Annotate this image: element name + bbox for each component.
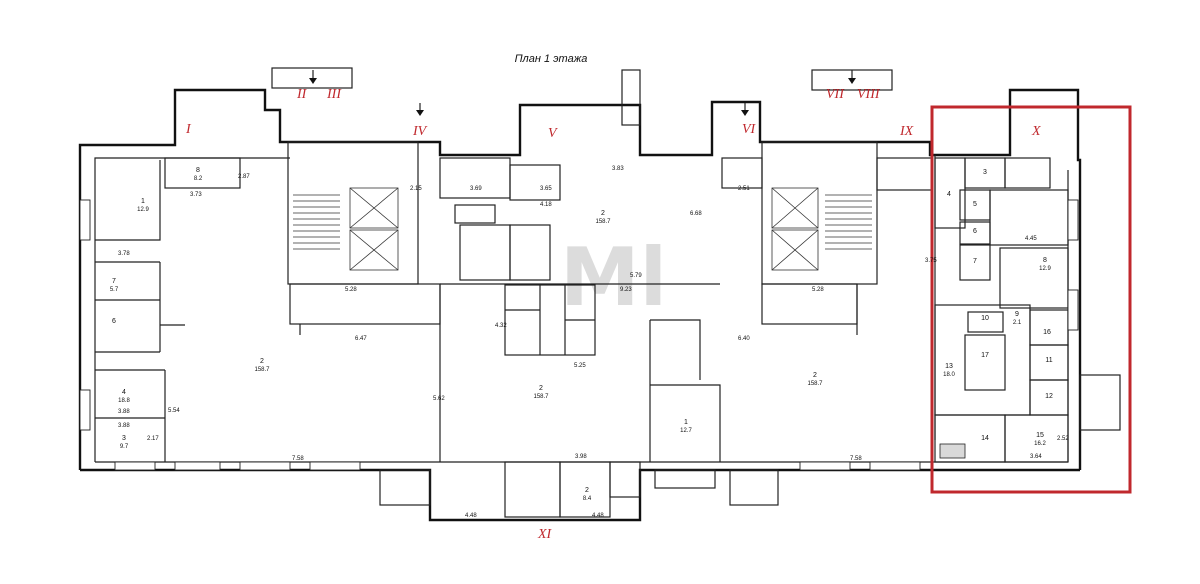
dimension: 5.25 (574, 363, 586, 369)
dimension: 3.98 (575, 454, 587, 460)
room-number: 3 (122, 435, 126, 442)
room-area: 158.7 (533, 394, 549, 400)
entrance-arrows (309, 70, 856, 116)
axis-label: X (1031, 124, 1041, 139)
dimension: 3.88 (118, 409, 130, 415)
plan-title: План 1 этажа (515, 53, 588, 65)
dimension: 2.87 (238, 174, 250, 180)
room-number: 1 (141, 198, 145, 205)
room-area: 12.7 (680, 428, 692, 434)
room-area: 8.4 (583, 496, 592, 502)
axis-label: VIII (857, 87, 881, 102)
room-area: 8.2 (194, 176, 203, 182)
dimension: 5.62 (433, 396, 445, 402)
axis-label: IX (899, 124, 914, 139)
room-labels: 2 158.7 2 158.7 2 158.7 2 158.7 7 5.7 6 … (110, 167, 1053, 502)
room-number: 2 (260, 358, 264, 365)
room-area: 5.7 (110, 287, 119, 293)
room-number: 2 (585, 487, 589, 494)
room-number: 8 (196, 167, 200, 174)
dimension: 5.28 (345, 287, 357, 293)
room-number: 11 (1045, 357, 1052, 364)
left-stair-treads (293, 194, 340, 250)
room-number: 8 (1043, 257, 1047, 264)
dimension: 6.40 (738, 336, 750, 342)
dimension: 3.83 (612, 166, 624, 172)
dimension: 4.32 (495, 323, 507, 329)
room-number: 4 (947, 191, 951, 198)
room-area: 18.0 (943, 372, 955, 378)
room-area: 2.1 (1013, 320, 1022, 326)
room-number: 16 (1043, 329, 1051, 336)
dimension: 2.17 (147, 436, 159, 442)
dimension: 4.48 (592, 513, 604, 519)
room-area: 158.7 (807, 381, 823, 387)
room-number: 15 (1036, 432, 1044, 439)
room-number: 5 (973, 201, 977, 208)
room-number: 12 (1045, 393, 1053, 400)
dimension: 4.18 (540, 202, 552, 208)
room-area: 12.9 (1039, 266, 1051, 272)
room-number: 2 (813, 372, 817, 379)
dimension: 7.58 (850, 456, 862, 462)
room-number: 1 (684, 419, 688, 426)
axis-label: I (185, 122, 192, 137)
dimension: 4.45 (1025, 236, 1037, 242)
room-number: 17 (981, 352, 989, 359)
highlight-frame (930, 105, 1132, 494)
room-number: 2 (539, 385, 543, 392)
inner-walls (94, 67, 1121, 518)
dimension: 2.52 (1057, 436, 1069, 442)
room-area: 158.7 (254, 367, 270, 373)
room-area: 12.9 (137, 207, 149, 213)
axis-label: II (296, 87, 308, 102)
room-number: 14 (981, 435, 989, 442)
room-number: 6 (973, 228, 977, 235)
dimension: 3.88 (118, 423, 130, 429)
axis-label: VII (826, 87, 845, 102)
dimension: 5.54 (168, 408, 180, 414)
room-number: 7 (973, 258, 977, 265)
right-stair-treads (825, 194, 872, 250)
dimension: 9.23 (620, 287, 632, 293)
axis-labels: I II III IV V VI VII VIII IX X XI (185, 87, 1041, 542)
dimension-labels: 3.78 3.88 3.88 7.58 6.47 5.28 5.28 3.69 … (118, 166, 1069, 519)
room-number: 3 (983, 169, 987, 176)
dimension: 2.51 (738, 186, 750, 192)
room-number: 6 (112, 318, 116, 325)
room-area: 9.7 (120, 444, 129, 450)
axis-label: VI (742, 122, 757, 137)
axis-label: IV (412, 124, 428, 139)
room-number: 4 (122, 389, 126, 396)
dimension: 5.79 (630, 273, 642, 279)
dimension: 3.78 (118, 251, 130, 257)
dimension: 3.73 (190, 192, 202, 198)
dimension: 3.65 (540, 186, 552, 192)
dimension: 7.58 (292, 456, 304, 462)
watermark: Ml (560, 231, 667, 324)
room-number: 13 (945, 363, 953, 370)
dimension: 6.47 (355, 336, 367, 342)
dimension: 3.69 (470, 186, 482, 192)
room-area: 18.8 (118, 398, 130, 404)
room-area: 158.7 (595, 219, 611, 225)
room-number: 9 (1015, 311, 1019, 318)
room-number: 7 (112, 278, 116, 285)
dimension: 3.75 (925, 258, 937, 264)
dimension: 3.64 (1030, 454, 1042, 460)
axis-label: XI (537, 527, 553, 542)
dimension: 4.48 (465, 513, 477, 519)
room-number: 2 (601, 210, 605, 217)
dimension: 2.15 (410, 186, 422, 192)
room-number: 10 (981, 315, 989, 322)
room-area: 16.2 (1034, 441, 1046, 447)
windows (79, 199, 1079, 471)
dimension: 6.68 (690, 211, 702, 217)
axis-label: V (548, 126, 558, 141)
dimension: 5.28 (812, 287, 824, 293)
axis-label: III (326, 87, 342, 102)
